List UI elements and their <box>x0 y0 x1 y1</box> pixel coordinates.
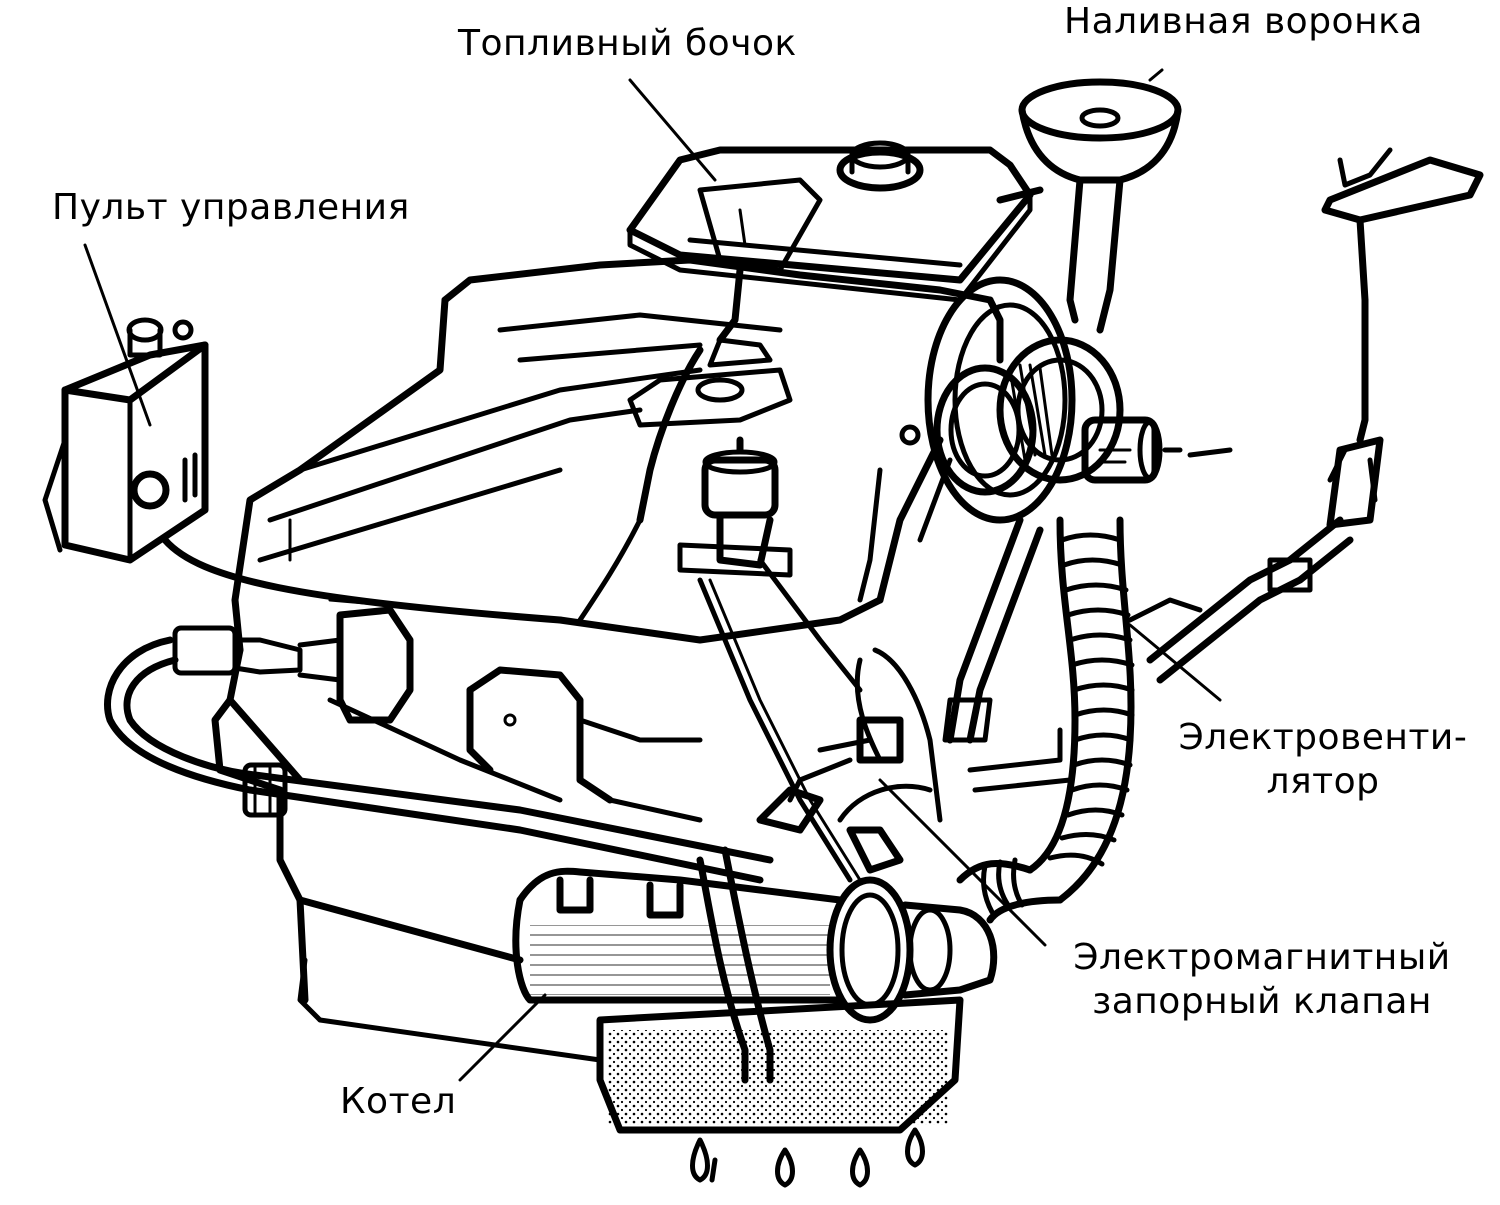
boiler-label: Котел <box>340 1081 457 1122</box>
solenoid-valve <box>817 597 1203 874</box>
fuel-tank-label: Топливный бочок <box>458 23 797 64</box>
heater-pipe <box>104 606 774 884</box>
fuel-line <box>577 266 863 883</box>
control-panel-box <box>42 317 564 624</box>
funnel-label: Наливная воронка <box>1064 1 1423 42</box>
electric-fan-label: Электровенти- лятор <box>1168 716 1478 804</box>
electric-fan-label-line2: лятор <box>1266 761 1380 802</box>
control-panel-label: Пульт управления <box>52 187 410 228</box>
engine-block <box>211 256 1004 1063</box>
solenoid-valve-label-line1: Электромагнитный <box>1073 937 1451 978</box>
control-lever <box>1146 147 1484 684</box>
exhaust-drops <box>690 1127 925 1188</box>
filler-funnel <box>1018 68 1182 334</box>
leader-fuel-tank <box>628 78 717 182</box>
leader-boiler <box>458 993 547 1082</box>
leader-fan <box>1128 623 1222 702</box>
electric-fan-label-line1: Электровенти- <box>1178 717 1468 758</box>
leader-control-panel <box>83 243 152 427</box>
boiler <box>512 757 998 1188</box>
leader-lines <box>83 78 1222 1082</box>
solenoid-valve-label-line2: запорный клапан <box>1092 981 1432 1022</box>
corrugated-hose <box>956 516 1135 924</box>
leader-valve <box>878 778 1047 947</box>
electric-fan <box>876 276 1233 744</box>
solenoid-valve-label: Электромагнитный запорный клапан <box>1062 936 1462 1024</box>
